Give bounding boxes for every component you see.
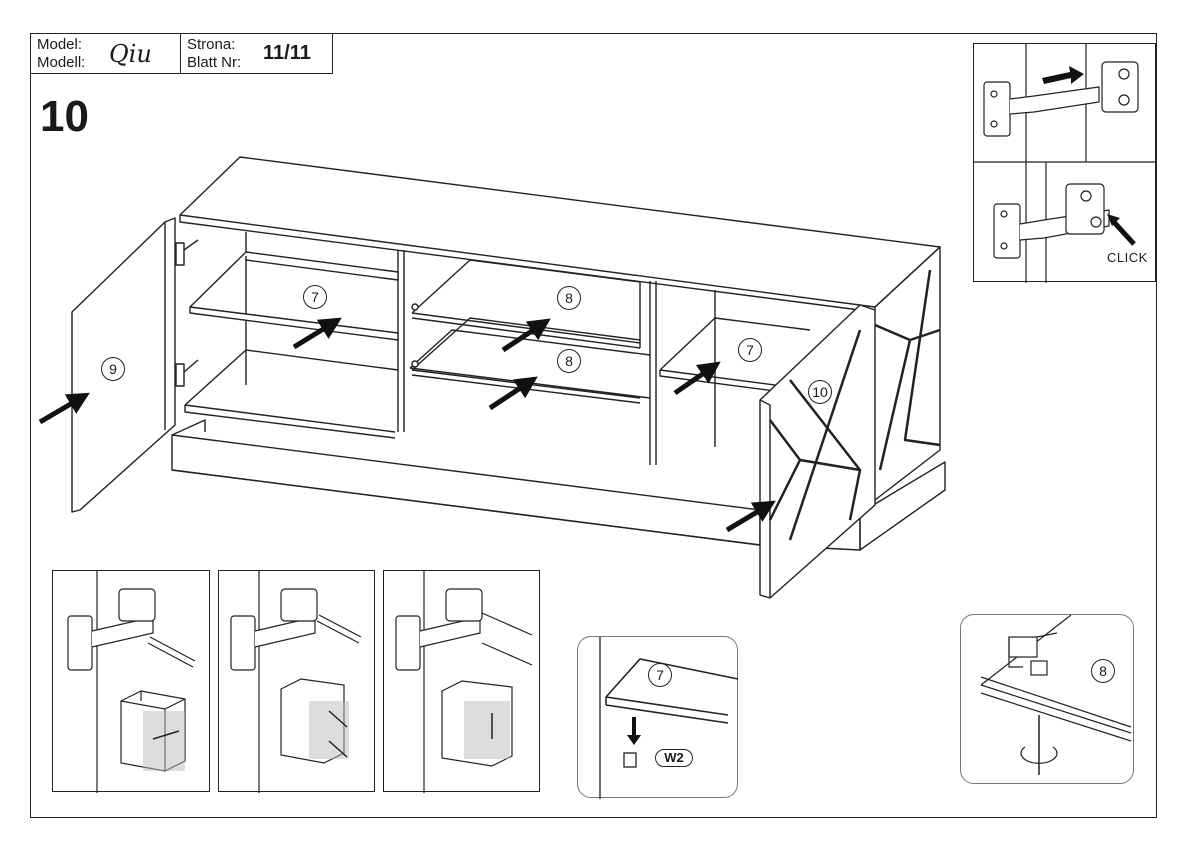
part-7-label-left: 7 [303, 285, 327, 309]
part-8-label-top: 8 [557, 286, 581, 310]
click-label: CLICK [1107, 250, 1148, 265]
page-cell: Strona: Blatt Nr: 11/11 [181, 34, 332, 73]
page-number: 11/11 [263, 42, 311, 64]
hinge-adjust-panel-2 [218, 570, 375, 793]
shelf-pin-drawing [599, 637, 739, 799]
hinge-click-drawing [974, 44, 1157, 283]
hinge-adjust-panel-1 [52, 570, 210, 793]
title-block: Model: Modell: Qiu Strona: Blatt Nr: 11/… [30, 33, 333, 74]
step-number: 10 [40, 92, 89, 141]
model-cell: Model: Modell: Qiu [31, 34, 181, 73]
glass-clip-drawing [980, 614, 1132, 775]
page-label-pl: Strona: [187, 36, 236, 53]
part-8-label-bottom: 8 [557, 349, 581, 373]
hinge-click-detail [973, 43, 1157, 283]
hinge-adjust-drawing-1 [67, 571, 196, 793]
part-7-detail-label: 7 [648, 663, 672, 687]
model-label-de: Modell: [37, 54, 86, 71]
w2-badge: W2 [655, 749, 693, 767]
hinge-adjust-panel-3 [383, 570, 540, 793]
hinge-adjust-drawing-2 [230, 571, 362, 793]
model-name: Qiu [109, 40, 152, 68]
part-9-label: 9 [101, 357, 125, 381]
shelf-pin-detail: 7 [577, 636, 739, 799]
page-frame [30, 33, 1157, 818]
glass-clip-detail: 8 [960, 614, 1134, 784]
part-10-label: 10 [808, 380, 832, 404]
page-label-de: Blatt Nr: [187, 54, 242, 71]
model-label-pl: Model: [37, 36, 83, 53]
part-7-label-right: 7 [738, 338, 762, 362]
hinge-adjust-drawing-3 [395, 571, 533, 793]
part-8-detail-label: 8 [1091, 659, 1115, 683]
